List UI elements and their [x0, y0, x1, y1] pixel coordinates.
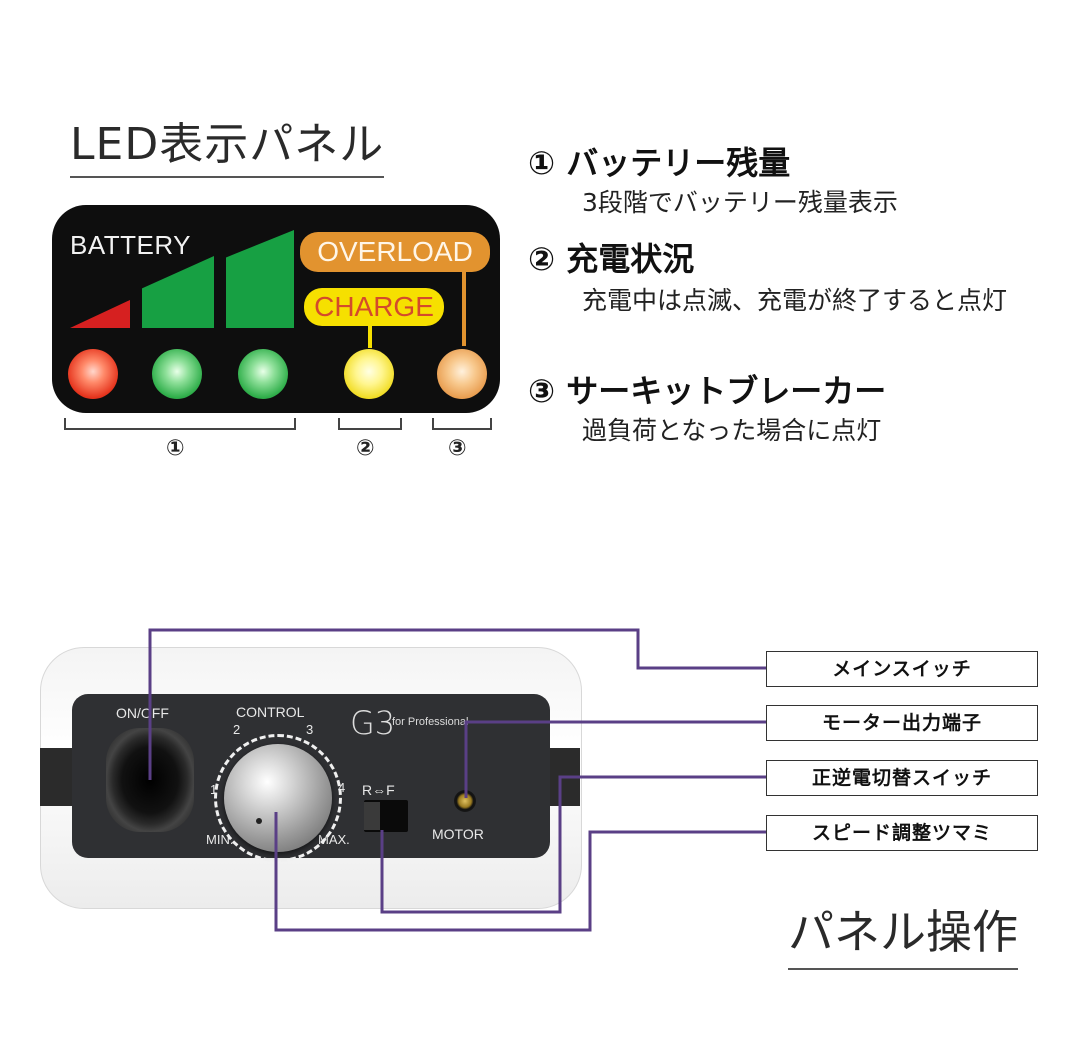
direction-switch-toggle[interactable] — [364, 802, 380, 830]
brand-subtitle: for Professional — [392, 716, 469, 728]
speed-control-knob[interactable] — [224, 744, 332, 852]
callout-direction-switch: 正逆電切替スイッチ — [766, 760, 1038, 796]
legend-breaker-desc: 過負荷となった場合に点灯 — [582, 416, 882, 445]
panel-operation-heading: パネル操作 — [788, 896, 1018, 970]
overload-connector — [462, 270, 466, 346]
legend-breaker-title: ③ サーキットブレーカー — [528, 372, 887, 410]
battery-label: BATTERY — [70, 230, 192, 260]
knob-indicator-dot — [256, 818, 262, 824]
dial-number-3: 3 — [306, 722, 314, 737]
legend-battery-desc: 3段階でバッテリー残量表示 — [582, 188, 898, 217]
led-panel-heading: LED表示パネル — [70, 108, 385, 178]
charge-tag: CHARGE — [304, 288, 444, 326]
battery-led-green-2 — [238, 349, 288, 399]
battery-led-red — [68, 349, 118, 399]
legend-charge-title: ② 充電状況 — [528, 240, 695, 278]
brand-logo: G3 — [350, 704, 396, 742]
control-label: CONTROL — [236, 704, 305, 720]
bracket-overload — [432, 418, 492, 430]
charge-connector — [368, 324, 372, 348]
bracket-charge — [338, 418, 402, 430]
motor-label: MOTOR — [432, 826, 484, 842]
dial-number-4: 4 — [338, 780, 346, 795]
dial-number-2: 2 — [233, 722, 241, 737]
direction-label: R⇔F — [362, 782, 395, 798]
legend-charge-desc: 充電中は点滅、充電が終了すると点灯 — [582, 286, 1008, 315]
callout-motor-output: モーター出力端子 — [766, 705, 1038, 741]
callout-speed-knob: スピード調整ツマミ — [766, 815, 1038, 851]
bracket-number-2: ② — [356, 436, 375, 461]
legend-battery-title: ① バッテリー残量 — [528, 144, 791, 182]
bracket-battery — [64, 418, 296, 430]
overload-led — [437, 349, 487, 399]
onoff-label: ON/OFF — [116, 705, 169, 721]
charge-led — [344, 349, 394, 399]
motor-output-port[interactable] — [454, 790, 476, 812]
callout-main-switch: メインスイッチ — [766, 651, 1038, 687]
overload-tag: OVERLOAD — [300, 232, 490, 272]
bracket-number-1: ① — [166, 436, 185, 461]
main-power-switch[interactable] — [106, 728, 194, 832]
bracket-number-3: ③ — [448, 436, 467, 461]
battery-led-green-1 — [152, 349, 202, 399]
dial-number-1: 1 — [210, 782, 218, 797]
